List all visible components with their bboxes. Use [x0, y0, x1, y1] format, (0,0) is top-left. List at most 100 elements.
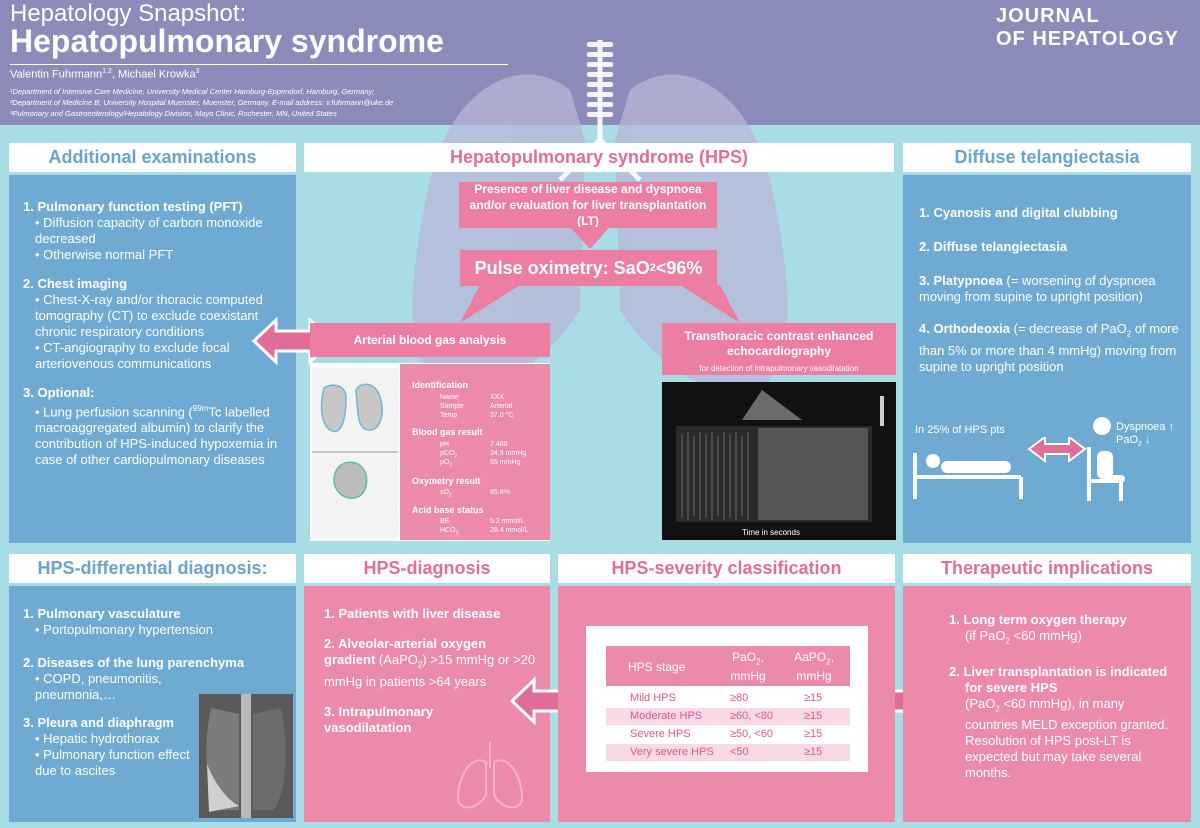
ther-item-1-a: (if PaO	[965, 628, 1006, 643]
sev-row-1-pao2: ≥80	[730, 692, 749, 704]
echo-box: Transthoracic contrast enhanced echocard…	[662, 323, 896, 375]
abg-oxymetry: Oxymetry result	[412, 476, 481, 486]
diff-item-3-sub-2: • Pulmonary function effect due to ascit…	[35, 747, 190, 778]
chest-heading: 2. Chest imaging	[23, 276, 128, 291]
authors: Valentin Fuhrmann1,2, Michael Krowka3	[10, 68, 200, 81]
ther-item-2-sub: 2	[995, 704, 1000, 714]
abg-sample-label: Sample	[440, 403, 464, 410]
lungs-small-icon	[456, 742, 524, 809]
sev-row-4-pao2: <50	[730, 746, 749, 758]
diag-item-2: 2. Alveolar-arterial oxygen gradient (Aa…	[324, 636, 539, 690]
col-pao2-a: PaO	[732, 650, 757, 664]
ther-item-1-sub: (if PaO2 <60 mmHg)	[949, 628, 1179, 650]
diff-item-3: 3. Pleura and diaphragm	[23, 715, 174, 730]
col-pao2-unit: mmHg	[730, 669, 766, 684]
sev-row-4-aapo2: ≥15	[804, 746, 823, 758]
diag-item-2-sub: 2	[417, 660, 423, 670]
abg-hco3-label: HCO3	[440, 527, 459, 537]
abg-values-panel: Identification Name XXX Sample Arterial …	[400, 364, 550, 540]
diff-item-2-sub: • COPD, pneumonitis, pneumonia,…	[35, 671, 162, 702]
abg-po2-value: 55 mmHg	[490, 459, 521, 466]
pulse-text-a: Pulse oximetry: SaO	[474, 257, 650, 278]
pft-sub-2: • Otherwise normal PFT	[35, 247, 174, 262]
col-pao2-sub: 2	[756, 657, 761, 667]
sev-row-1-aapo2: ≥15	[804, 692, 823, 704]
abg-pco2-label: pCO2	[440, 450, 457, 459]
sev-row-2-pao2: ≥60, <80	[730, 710, 774, 722]
pulse-sub: 2	[649, 262, 656, 274]
sev-row-3-pao2: ≥50, <60	[730, 728, 774, 740]
optional-heading: 3. Optional:	[23, 385, 95, 400]
pts-label: In 25% of HPS pts	[915, 424, 1005, 436]
diff-item-1-sub: • Portopulmonary hypertension	[35, 622, 213, 637]
affiliation-2: ²Department of Medicine B, University Ho…	[10, 98, 394, 107]
diff-item-2: 2. Diseases of the lung parenchyma	[23, 655, 245, 670]
author-1-affil: 1,2	[102, 68, 112, 75]
col-pao2-comma: ,	[760, 650, 764, 664]
col-stage: HPS stage	[628, 660, 686, 674]
differential-panel: 1. Pulmonary vasculature • Portopulmonar…	[9, 586, 296, 822]
pre-title: Hepatology Snapshot:	[10, 0, 247, 27]
affiliation-1: ¹Department of Intensive Care Medicine, …	[10, 87, 375, 96]
echo-doppler-graphic	[676, 390, 884, 522]
diag-item-2-b: ) >15 mmHg or >20 mmHg in patients >64 y…	[324, 652, 536, 689]
perfusion-scan-image	[312, 368, 398, 538]
abg-hco3-value: 28.4 mmol/L	[490, 527, 529, 534]
abg-box: Arterial blood gas analysis	[310, 323, 550, 357]
telangiectasia-panel: 1. Cyanosis and digital clubbing 2. Diff…	[903, 175, 1191, 543]
pao2-arrow: ↓	[1141, 434, 1151, 446]
tel-item-4: 4. Orthodeoxia (= decrease of PaO2 of mo…	[919, 321, 1181, 375]
col-aapo2-unit: mmHg	[796, 669, 832, 684]
author-sep: , Michael Krowka	[111, 68, 196, 81]
optional-text-a: • Lung perfusion scanning (	[35, 404, 193, 420]
down-pointer-1-icon	[570, 227, 610, 249]
hps-title: Hepatopulmonary syndrome (HPS)	[304, 143, 894, 172]
journal-name-line1: JOURNAL	[996, 5, 1100, 27]
diagnosis-panel: 1. Patients with liver disease 2. Alveol…	[304, 586, 550, 822]
tel-item-4-t2: of more than 5% or more than 4 mmHg) mov…	[919, 321, 1179, 374]
ther-item-1-b: <60 mmHg)	[1009, 628, 1082, 643]
sev-row-shade-2	[606, 744, 850, 761]
dyspnoea-text: Dyspnoea ↑	[1116, 421, 1175, 433]
abg-ph-value: 7.480	[490, 441, 508, 448]
tel-item-4-t1: (= decrease of PaO	[1010, 321, 1127, 336]
diag-item-2-h: 2. Alveolar-arterial oxygen gradient	[324, 636, 487, 667]
ther-item-1-sub2: 2	[1005, 636, 1010, 646]
abg-sample-value: Arterial	[490, 403, 513, 410]
therapeutic-panel: 1. Long term oxygen therapy (if PaO2 <60…	[903, 586, 1191, 822]
abg-pco2-value: 34.9 mmHg	[490, 450, 527, 457]
pao2-sub: 2	[1138, 441, 1142, 449]
additional-title: Additional examinations	[9, 143, 296, 172]
echo-image: Time in seconds	[662, 382, 896, 540]
diag-item-1: 1. Patients with liver disease	[324, 606, 501, 621]
therapeutic-title: Therapeutic implications	[903, 554, 1191, 583]
abg-po2-text: pO	[440, 459, 450, 466]
ther-item-2-b: <60 mmHg), in many countries MELD except…	[965, 695, 1169, 781]
echo-title: Transthoracic contrast enhanced echocard…	[684, 329, 874, 358]
severity-title: HPS-severity classification	[558, 554, 895, 583]
col-aapo2-sub: 2	[826, 657, 831, 667]
chest-sub-1: • Chest-X-ray and/or thoracic computed t…	[35, 292, 263, 339]
abg-be-label: BE	[440, 518, 450, 525]
diagnosis-title: HPS-diagnosis	[304, 554, 550, 583]
branch-arrows-icon	[460, 285, 740, 323]
col-aapo2-comma: ,	[830, 650, 834, 664]
sev-row-1-stage: Mild HPS	[630, 692, 676, 704]
author-2-affil: 3	[195, 68, 200, 75]
abg-pco2-text: pCO	[440, 450, 455, 457]
pao2-down: PaO2 ↓	[1116, 434, 1174, 451]
abg-po2-label: pO2	[440, 459, 452, 468]
presence-box: Presence of liver disease and dyspnoea a…	[459, 182, 717, 228]
abg-bloodgas: Blood gas result	[412, 427, 483, 437]
abg-po2-sub: 2	[449, 462, 453, 469]
chest-xray-image	[199, 694, 293, 818]
pft-heading: 1. Pulmonary function testing (PFT)	[23, 199, 243, 214]
diag-item-2-a: (AaPO	[375, 652, 418, 667]
patient-position-icons	[913, 437, 1125, 501]
abg-so2-value: 85.8%	[490, 489, 510, 496]
title-divider	[10, 64, 508, 65]
dyspnoea-label: Dyspnoea ↑ PaO2 ↓	[1116, 421, 1174, 451]
echo-subtitle: for detection of intrapulmonary vasodila…	[699, 364, 859, 373]
differential-title: HPS-differential diagnosis:	[9, 554, 296, 583]
